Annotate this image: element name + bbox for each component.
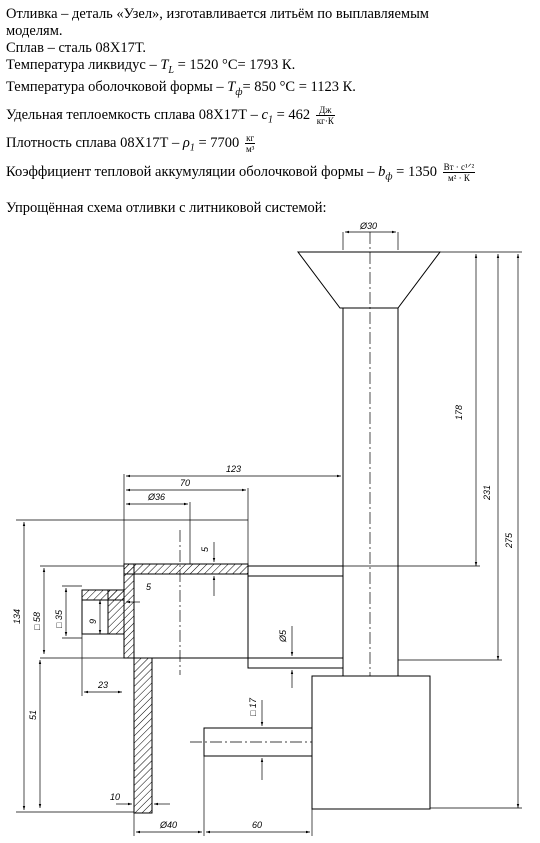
dim-label: □ 17 [248, 697, 258, 716]
text-line: Отливка – деталь «Узел», изготавливается… [6, 6, 429, 22]
numerator: Вт · с¹ᐟ² [442, 162, 476, 174]
hatched-left-wall [123, 563, 135, 659]
dim-label: 5 [146, 582, 152, 592]
dim-label: 134 [12, 609, 22, 624]
lower-runner [247, 657, 344, 669]
text-line: Температура ликвидус – TL = 1520 °С= 179… [6, 57, 534, 79]
text-fragment: = 462 [272, 106, 314, 123]
dim-label: 123 [226, 464, 241, 474]
text-line: Температура оболочковой формы – Tф= 850 … [6, 79, 534, 101]
text-fragment: Температура оболочковой формы – [6, 78, 228, 95]
text-line: Сплав – сталь 08Х17Т. [6, 40, 146, 56]
dim-label: 5 [200, 546, 210, 552]
dim-label: □ 35 [54, 609, 64, 628]
dim-label: 60 [252, 820, 262, 830]
text-fragment: = 1520 °С= 1793 К. [173, 57, 296, 73]
symbol: ρ [182, 134, 190, 151]
dim-label: Ø40 [159, 820, 177, 830]
dim-label: Ø36 [147, 492, 165, 502]
subscript: 1 [267, 114, 273, 126]
pouring-cup [297, 251, 441, 309]
dim-label: 9 [88, 619, 98, 624]
symbol: c [261, 106, 268, 123]
symbol: T [227, 78, 236, 95]
dim-label: 10 [110, 792, 120, 802]
dim-label: 23 [97, 680, 108, 690]
subscript: ф [385, 171, 393, 183]
numerator: Дж [315, 105, 335, 116]
text-line: Удельная теплоемкость сплава 08Х17Т – c1… [6, 105, 534, 129]
dim-label: Ø5 [278, 629, 288, 643]
text-fragment: Удельная теплоемкость сплава 08Х17Т – [6, 106, 262, 123]
dim-label: □ 58 [32, 612, 42, 630]
numerator: кг [244, 132, 256, 144]
dim-label: 178 [454, 405, 464, 420]
text-fragment: = 1350 [392, 164, 441, 181]
text-line: Коэффициент тепловой аккумуляции оболочк… [6, 162, 534, 186]
text-line: Упрощённая схема отливки с литниковой си… [6, 199, 327, 216]
problem-text: Отливка – деталь «Узел», изготавливается… [6, 6, 534, 217]
text-fragment: Плотность сплава 08Х17Т – [6, 134, 183, 151]
subscript: 1 [189, 142, 195, 154]
denominator: м² · К [447, 173, 470, 184]
symbol: b [378, 164, 386, 181]
dim-label: Ø30 [359, 221, 377, 231]
text-fragment: Температура ликвидус – [6, 57, 161, 73]
upper-runner [247, 565, 344, 577]
denominator: м³ [245, 143, 255, 154]
hatched-top-wall [123, 563, 249, 575]
dim-label: 231 [482, 485, 492, 501]
block-part [311, 675, 431, 810]
subscript: L [168, 64, 174, 76]
casting-body [123, 563, 249, 659]
denominator: кг·К [316, 115, 334, 126]
subscript: ф [235, 86, 243, 98]
hatched-boss-side [107, 589, 125, 635]
text-fragment: = 7700 [194, 134, 243, 151]
symbol: T [160, 57, 169, 73]
dim-label: 70 [180, 478, 190, 488]
text-line: моделям. [6, 23, 63, 39]
text-fragment: = 850 °С = 1123 К. [242, 78, 356, 95]
hatched-leg [133, 657, 153, 814]
text-fragment: Коэффициент тепловой аккумуляции оболочк… [6, 164, 379, 181]
dim-label: 51 [28, 710, 38, 720]
dim-label: 275 [504, 532, 514, 549]
